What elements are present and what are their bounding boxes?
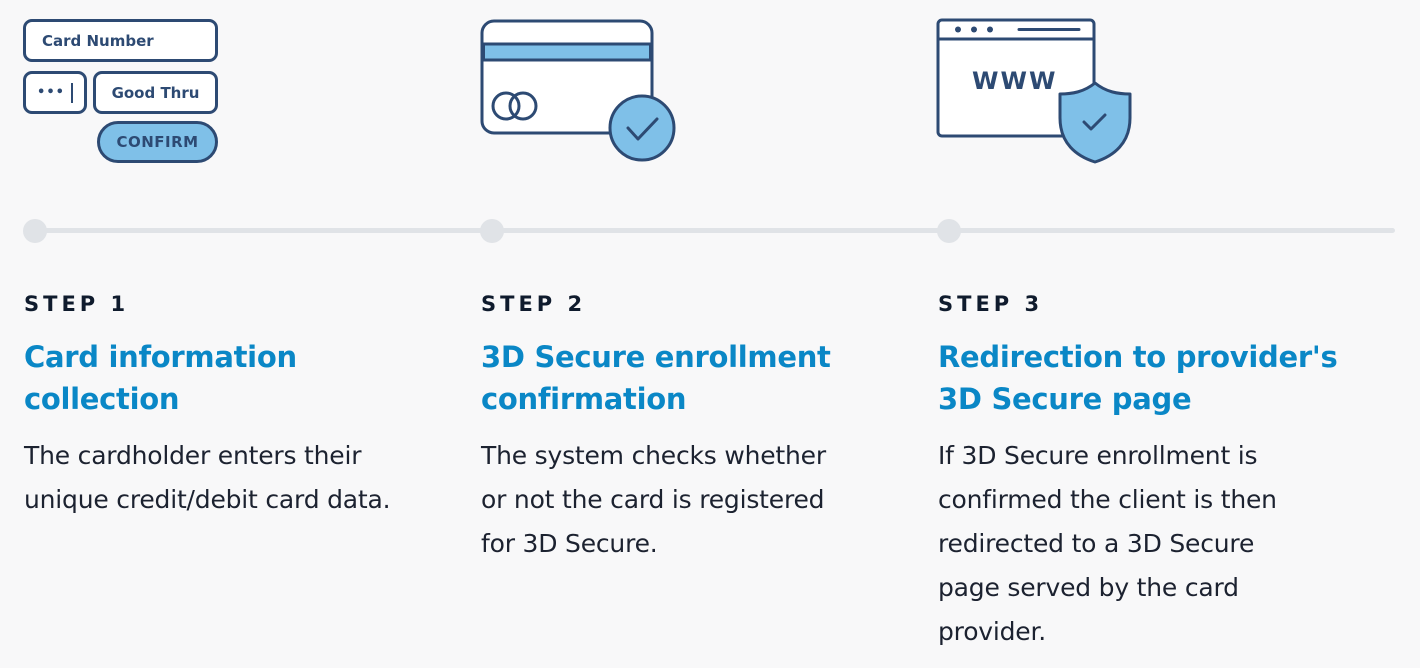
timeline-track — [25, 228, 1395, 233]
step-3-description: If 3D Secure enrollment is confirmed the… — [938, 434, 1378, 654]
step-2-title: 3D Secure enrollment confirmation — [481, 336, 901, 420]
step-3-desc-line: page served by the card — [938, 573, 1239, 602]
step-3-desc-line: redirected to a 3D Secure — [938, 529, 1255, 558]
step-1-title-line: collection — [24, 382, 180, 416]
step-3-desc-line: If 3D Secure enrollment is — [938, 441, 1258, 470]
credit-card-check-icon — [480, 18, 680, 168]
step-1-label: STEP 1 — [24, 292, 130, 316]
step-2-desc-line: The system checks whether — [481, 441, 826, 470]
step-2-label: STEP 2 — [481, 292, 587, 316]
step-3-desc-line: provider. — [938, 617, 1047, 646]
timeline-dot-step-1 — [23, 219, 47, 243]
step-3-title: Redirection to provider's 3D Secure page — [938, 336, 1378, 420]
step-2-desc-line: for 3D Secure. — [481, 529, 658, 558]
step-1-desc-line: unique credit/debit card data. — [24, 485, 391, 514]
step-2-title-line: confirmation — [481, 382, 687, 416]
step-2-title-line: 3D Secure enrollment — [481, 340, 831, 374]
step-1-title: Card information collection — [24, 336, 444, 420]
step-3-title-line: 3D Secure page — [938, 382, 1192, 416]
step-1-desc-line: The cardholder enters their — [24, 441, 362, 470]
step-2-desc-line: or not the card is registered — [481, 485, 825, 514]
timeline-dot-step-3 — [937, 219, 961, 243]
browser-shield-icon — [936, 18, 1136, 168]
step-1-title-line: Card information — [24, 340, 297, 374]
step-1-column: STEP 1 Card information collection The c… — [24, 290, 444, 522]
step-2-description: The system checks whether or not the car… — [481, 434, 901, 566]
step-3-label: STEP 3 — [938, 292, 1044, 316]
card-form-icon: Card Number ••• Good Thru CONFIRM — [0, 0, 240, 170]
good-thru-field: Good Thru — [93, 71, 218, 114]
text-caret — [70, 82, 73, 103]
www-address-text: WWW — [972, 67, 1058, 95]
step-3-title-line: Redirection to provider's — [938, 340, 1338, 374]
card-number-label: Card Number — [42, 31, 154, 50]
step-3-column: STEP 3 Redirection to provider's 3D Secu… — [938, 290, 1378, 654]
step-2-column: STEP 2 3D Secure enrollment confirmation… — [481, 290, 901, 566]
confirm-button: CONFIRM — [97, 121, 218, 163]
good-thru-label: Good Thru — [111, 83, 200, 102]
step-3-desc-line: confirmed the client is then — [938, 485, 1277, 514]
step-1-description: The cardholder enters their unique credi… — [24, 434, 444, 522]
card-number-field: Card Number — [23, 19, 218, 62]
timeline-dot-step-2 — [480, 219, 504, 243]
cvv-mask: ••• — [37, 85, 65, 100]
confirm-label: CONFIRM — [116, 133, 199, 151]
cvv-field: ••• — [23, 71, 87, 114]
